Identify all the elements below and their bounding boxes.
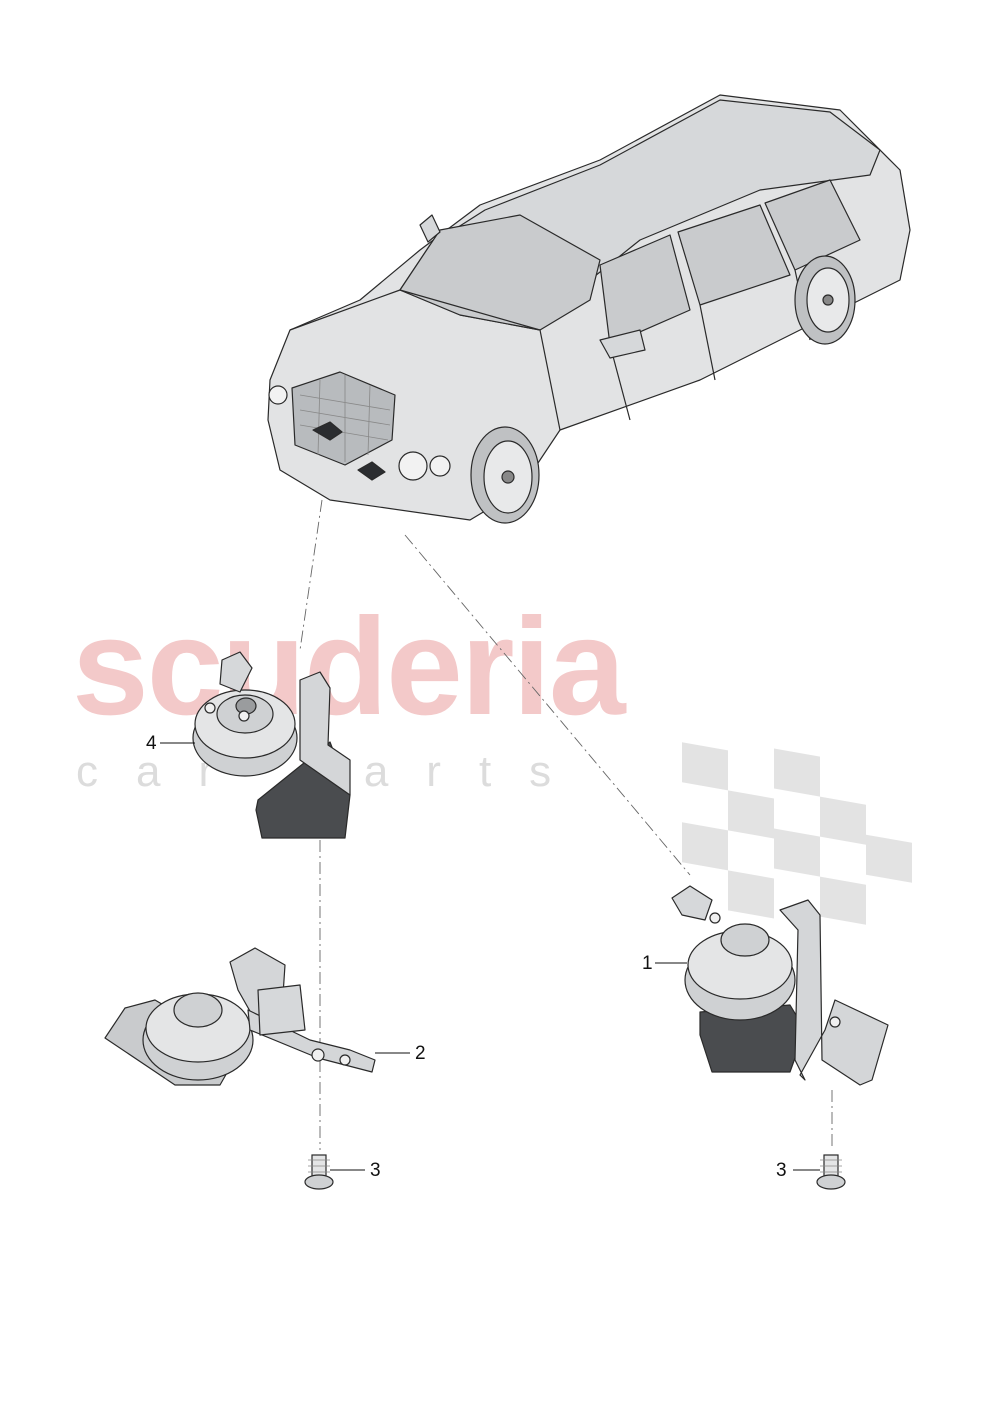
callout-lines [160, 742, 820, 1171]
callout-part-1: 1 [642, 953, 653, 974]
bolt-part-3-right [816, 1154, 846, 1190]
horn-part-2 [104, 947, 376, 1086]
horn-part-4 [192, 651, 351, 839]
callout-part-3-left: 3 [370, 1160, 381, 1181]
callout-part-2: 2 [415, 1043, 426, 1064]
watermark-brand: scuderia [72, 590, 626, 744]
callout-part-4: 4 [146, 733, 157, 754]
horn-part-1 [671, 885, 889, 1086]
leader-lines [299, 499, 833, 1150]
bolt-part-3-left [304, 1154, 334, 1190]
watermark-checkered-flag [682, 742, 912, 925]
callout-part-3-right: 3 [776, 1160, 787, 1181]
car-illustration [267, 94, 911, 524]
